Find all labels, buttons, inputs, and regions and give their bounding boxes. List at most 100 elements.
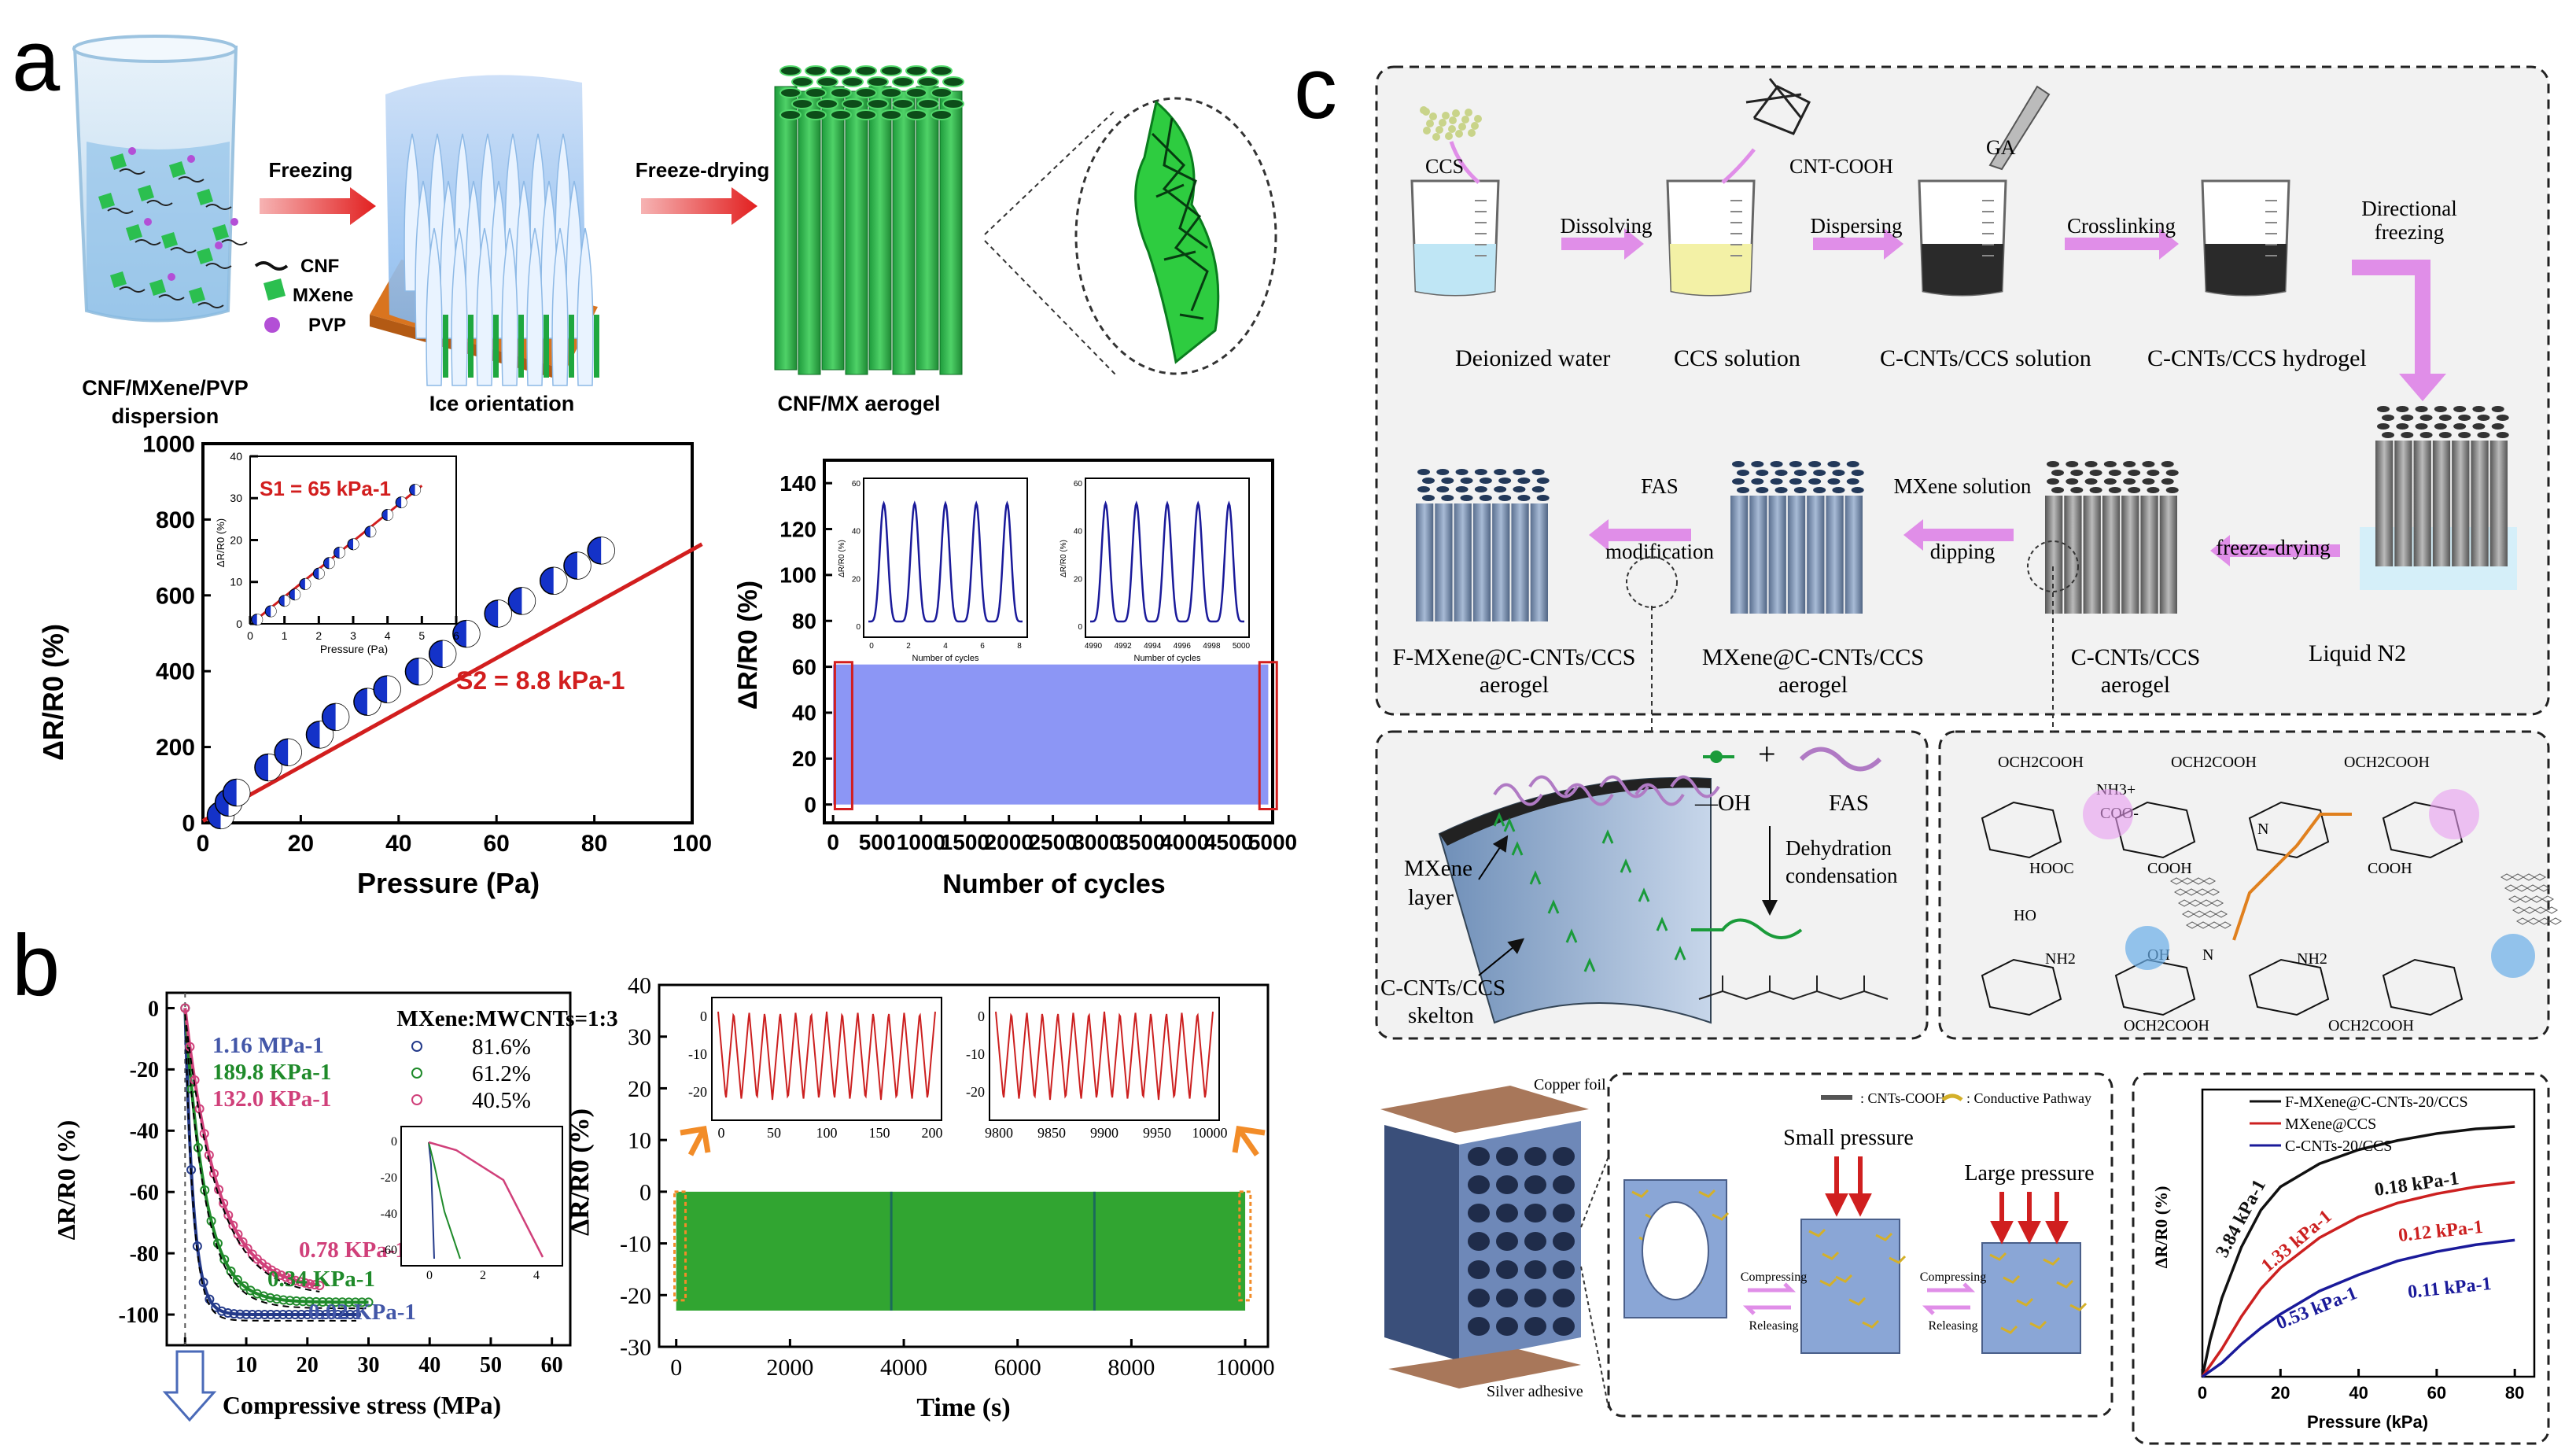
cnts-block-tube (2045, 496, 2063, 614)
frozen-block-tube (2471, 441, 2489, 566)
fmxene-block-pore (1441, 478, 1454, 484)
conductive-path (2029, 1320, 2047, 1329)
aerogel-pore (917, 98, 939, 109)
x-tick-label: 3 (350, 629, 356, 642)
marker-1 (259, 1291, 269, 1301)
inset-x-tick: 5000 (1233, 642, 1251, 651)
cnf-fiber (170, 247, 197, 253)
ccs-powder (1455, 130, 1463, 138)
aerogel-tube (939, 90, 963, 375)
aerogel-pore (830, 65, 852, 76)
chem-label: N (2202, 946, 2213, 964)
inset-x-label: Number of cycles (1134, 654, 1201, 663)
inset-x-tick: 2 (480, 1269, 486, 1282)
mxene-block-pore (1732, 461, 1745, 467)
fas-molecule (1547, 899, 1560, 914)
fas-chain (1634, 783, 1685, 806)
marker-0 (284, 1310, 294, 1320)
cnts-block-tube (2159, 496, 2177, 614)
data-point-half (601, 537, 615, 564)
mxene-block-tube (1749, 496, 1767, 614)
aerogel-pore (905, 109, 927, 120)
device-pore (1496, 1204, 1518, 1223)
pvp-dot (215, 242, 223, 249)
pvp-dot (230, 218, 238, 226)
aerogel-tube (798, 90, 821, 375)
x-tick-label: 100 (673, 831, 712, 857)
ccs-powder (1439, 119, 1446, 127)
cnts-block-pore (2108, 487, 2121, 493)
inset-y-tick: -10 (966, 1046, 985, 1062)
y-tick-label: 80 (792, 609, 816, 633)
device-pore (1524, 1232, 1546, 1251)
compress-label: Compressing (1741, 1270, 1807, 1284)
aerogel-pore (779, 109, 802, 120)
legend-pvp-label: PVP (308, 315, 346, 336)
fas-structure (1698, 975, 1889, 1001)
aerogel-pore (805, 109, 827, 120)
ccs-powder (1445, 132, 1453, 140)
aerogel-tube (774, 86, 798, 371)
cnts-block-pore (2066, 478, 2079, 485)
data-point-half (335, 703, 349, 731)
cnts-block-tube (2083, 496, 2101, 614)
mxene-flake (149, 279, 166, 296)
fmxene-block-pore (1513, 486, 1526, 492)
fmxene-block-pore (1460, 478, 1473, 484)
fmxene-block-pore (1494, 486, 1507, 492)
pressure-arrow (1825, 1156, 1848, 1217)
inset-x-tick: 4998 (1203, 642, 1221, 651)
aerogel-pore (842, 98, 864, 109)
nh3-bubble-2 (2429, 789, 2479, 839)
ice-crystal (426, 227, 443, 386)
cnt-network (1745, 78, 1811, 135)
x-axis-label: Compressive stress (MPa) (223, 1391, 501, 1419)
inset-point-half (256, 614, 263, 625)
marker-1 (344, 1297, 354, 1307)
cnts-block-pore (2084, 461, 2098, 467)
marker-0 (223, 1307, 233, 1318)
ccs-powder (1422, 108, 1430, 116)
fmxene-block-pore (1455, 486, 1469, 492)
fmxene-block-tube (1454, 503, 1472, 621)
pvp-dot (144, 218, 152, 226)
fmxene-block-tube (1435, 503, 1453, 621)
marker-0 (235, 1309, 245, 1319)
aerogel-pore (905, 87, 927, 98)
conductive-path (1848, 1296, 1867, 1306)
y-tick-label: 800 (156, 507, 195, 533)
device-pore (1468, 1260, 1490, 1279)
frozen-block-pore (2419, 415, 2433, 421)
signal-band (676, 1191, 1246, 1311)
marker-0 (345, 1310, 356, 1320)
mxene-block-pore (1793, 470, 1807, 476)
cnf-fiber (146, 200, 173, 206)
y-tick-label: -60 (130, 1181, 159, 1205)
x-tick-label: 0 (197, 831, 210, 857)
fas-molecule (1638, 887, 1650, 902)
device-pore (1496, 1260, 1518, 1279)
zoom-line-a (1580, 1156, 1609, 1228)
frozen-block-pore (2401, 432, 2414, 438)
fas-molecule (1583, 957, 1596, 972)
fas-molecule (1511, 841, 1524, 856)
device-pore (1553, 1317, 1575, 1336)
inset-y-tick: -10 (688, 1046, 707, 1062)
y-axis-label: ΔR/R0 (%) (566, 1108, 595, 1236)
frozen-block-pore (2401, 415, 2414, 421)
inset-x-tick: 4992 (1114, 642, 1132, 651)
cnt-label: CNT-COOH (1789, 155, 1893, 178)
marker-1 (357, 1297, 367, 1307)
graphene-cell (2210, 899, 2224, 907)
ice-crystal (451, 227, 468, 386)
sensitivity-label: 0.18 kPa-1 (2373, 1168, 2460, 1200)
conductive-path (2000, 1325, 2018, 1334)
conductive-path (2056, 1279, 2074, 1289)
mxene-block-pore (1732, 478, 1745, 485)
inset-point-half (304, 578, 311, 590)
inset-x-tick: 9800 (985, 1125, 1013, 1141)
y-tick-label: 0 (148, 997, 159, 1021)
marker-2 (300, 1278, 310, 1288)
